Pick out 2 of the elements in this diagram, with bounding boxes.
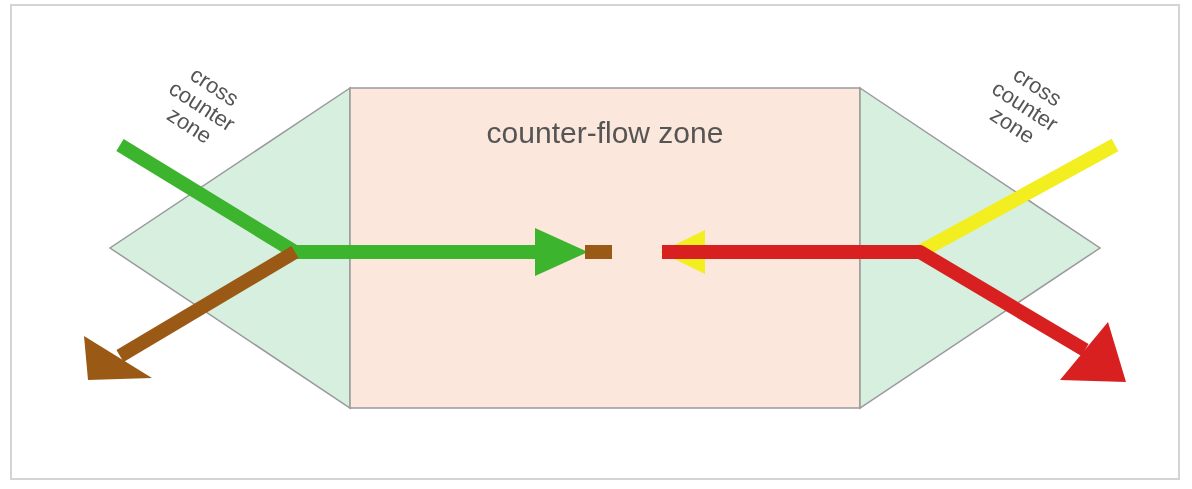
counter-flow-panel <box>350 88 860 408</box>
zone-label: counter-flow zone <box>485 117 725 149</box>
